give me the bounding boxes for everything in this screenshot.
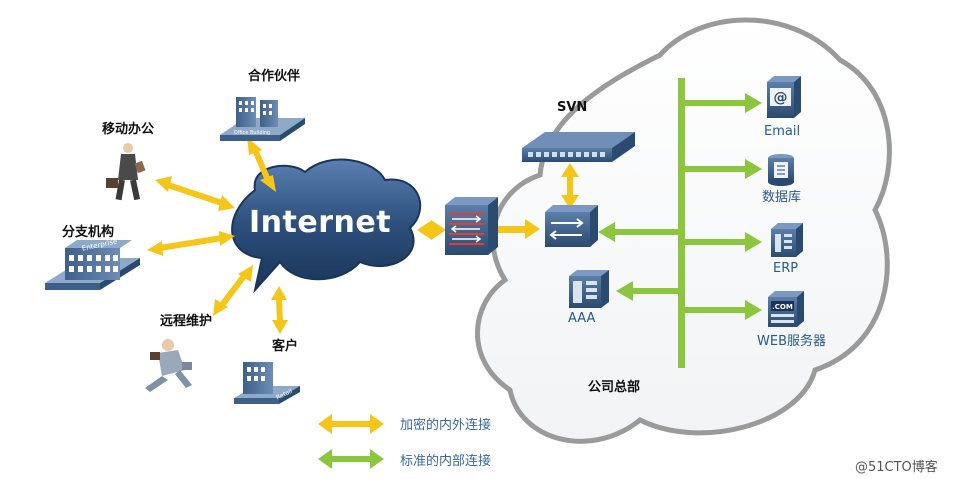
legend-encrypted-arrow (318, 414, 384, 434)
web-server-icon: .COM (768, 291, 804, 327)
hq-label: 公司总部 (588, 380, 641, 395)
yellow-arrow-svn-switch (561, 163, 579, 209)
web-server-label: WEB服务器 (757, 334, 826, 349)
legend-standard-arrow (318, 449, 384, 469)
yellow-arrow-partner (247, 137, 276, 192)
yellow-arrow-internet-firewall (417, 220, 446, 240)
yellow-arrow-mobile (155, 176, 235, 211)
legend-encrypted-label: 加密的内外连接 (400, 418, 492, 433)
internet-cloud (231, 158, 422, 294)
remote-worker-icon (145, 339, 192, 392)
firewall-device (445, 197, 498, 255)
aaa-label: AAA (568, 311, 596, 326)
erp-label: ERP (773, 261, 799, 276)
green-arrow-switch (598, 222, 678, 242)
mobile-worker-icon (106, 143, 146, 201)
branch-building-icon: Enterprise (45, 237, 140, 290)
green-arrow-web (685, 300, 762, 320)
green-arrow-database (685, 159, 762, 179)
erp-server-icon (771, 223, 803, 257)
partner-building-sign: Office Building (234, 130, 270, 136)
watermark: @51CTO博客 (855, 460, 938, 475)
yellow-arrow-customer (271, 286, 288, 334)
hq-trunk-line (678, 78, 685, 368)
email-server-icon: @ (767, 76, 801, 118)
customer-label: 客户 (272, 339, 299, 354)
database-label: 数据库 (762, 190, 802, 205)
database-icon (768, 154, 794, 186)
partner-label: 合作伙伴 (248, 69, 301, 84)
branch-label: 分支机构 (62, 225, 115, 240)
email-label: Email (764, 124, 801, 139)
green-arrow-email (685, 93, 762, 113)
web-badge: .COM (772, 303, 793, 311)
legend-standard-label: 标准的内部连接 (400, 454, 492, 469)
svg-text:@: @ (774, 90, 788, 106)
customer-building-icon: Retail (234, 362, 300, 404)
green-arrow-aaa (616, 281, 678, 301)
partner-building-icon: Office Building (220, 97, 305, 141)
svn-device (522, 132, 635, 162)
remote-label: 远程维护 (160, 314, 213, 329)
mobile-label: 移动办公 (102, 122, 155, 137)
yellow-arrow-remote (213, 265, 253, 316)
green-arrow-erp (685, 232, 762, 252)
internet-label: Internet (249, 205, 392, 240)
yellow-arrow-branch (147, 231, 235, 256)
aaa-server (569, 270, 609, 308)
svn-label: SVN (557, 100, 588, 115)
yellow-arrow-firewall-switch (497, 219, 540, 239)
switch-device (545, 205, 598, 247)
